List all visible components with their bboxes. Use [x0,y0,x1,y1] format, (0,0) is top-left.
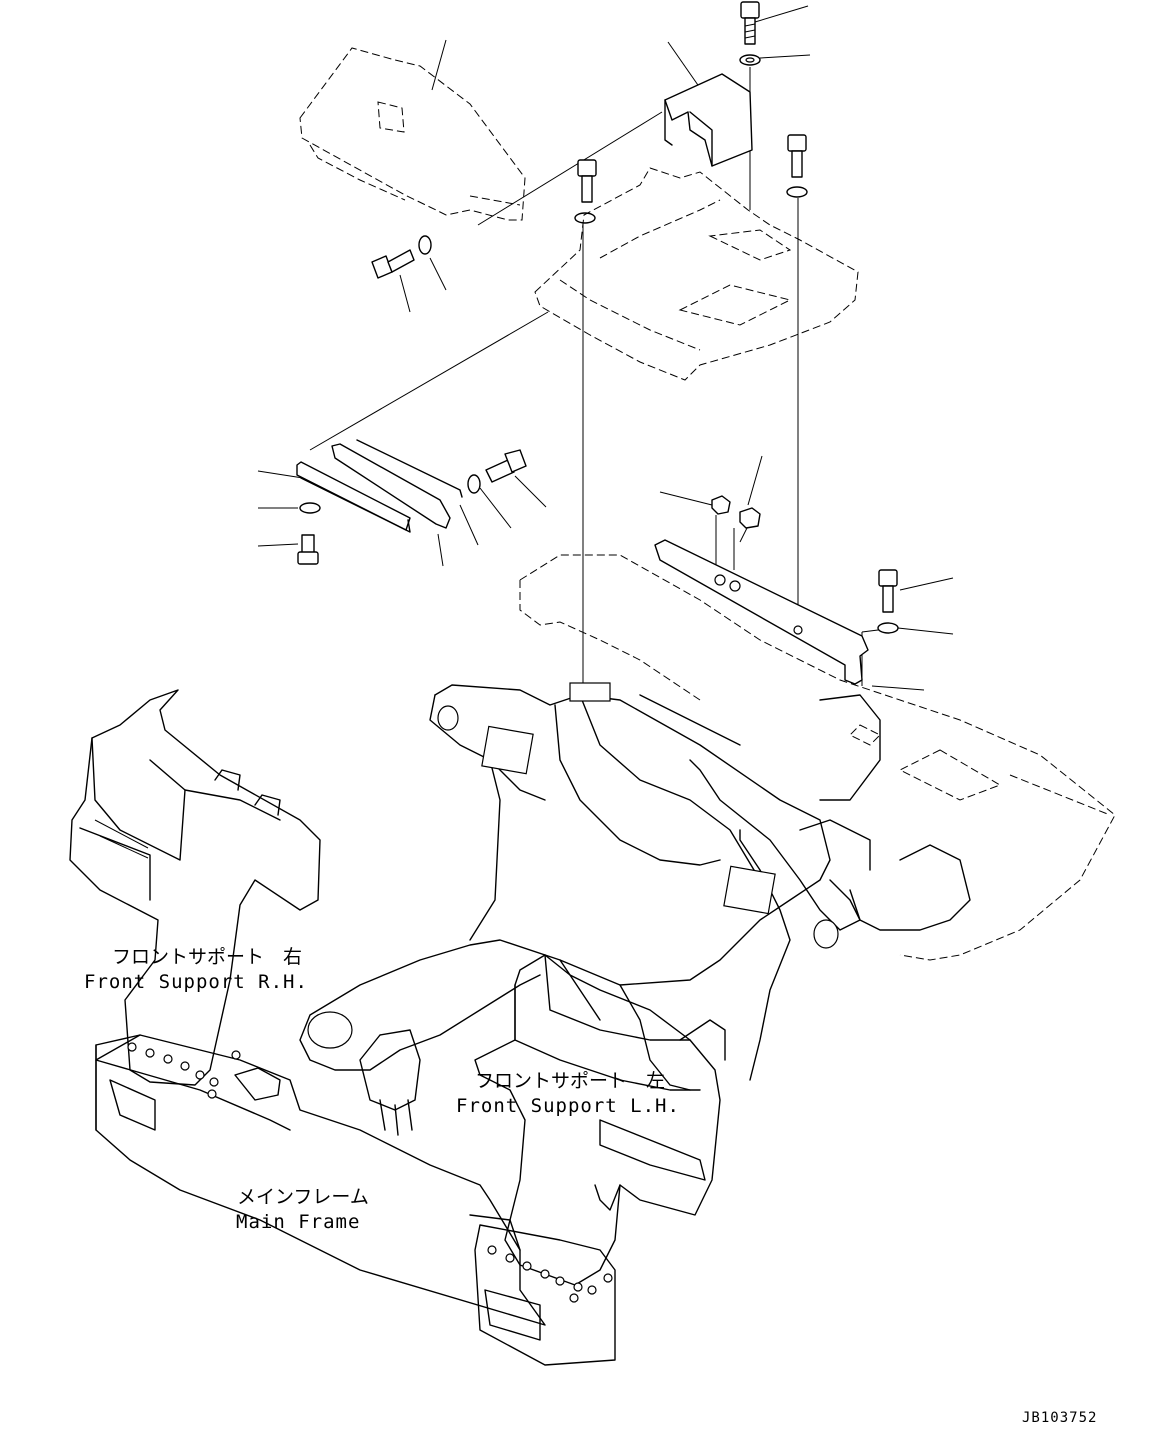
front-support-rh [69,689,321,1086]
front-support-lh-jp-label: フロントサポート 左 [475,1070,665,1092]
dashed-frame [519,554,1116,961]
washer-icon [786,186,808,198]
bolt-icon [787,134,807,178]
main-frame-en-label: Main Frame [236,1211,360,1233]
front-support-rh-en-label: Front Support R.H. [84,971,308,993]
nut-icon [739,507,761,529]
washer-icon [467,474,481,494]
center-mount [359,1029,421,1136]
front-support-rh-jp-label: フロントサポート 右 [112,946,302,968]
label-front-support-lh: フロントサポート 左 Front Support L.H. [456,1070,680,1117]
washer-icon [574,212,596,224]
leader-lines [257,5,954,691]
top-cover [299,47,526,221]
label-front-support-rh: フロントサポート 右 Front Support R.H. [84,946,308,993]
drawing-code: JB103752 [1022,1410,1097,1426]
bolt-icon [485,449,527,483]
bolt-icon [878,569,898,613]
bolt-icon [577,159,597,203]
floor-plate [534,167,859,381]
bolt-icon [740,1,760,45]
bolt-icon [297,534,319,565]
front-support-lh-en-label: Front Support L.H. [456,1095,680,1117]
long-bracket [654,539,869,685]
front-support-lh [469,954,726,1366]
nut-icon [711,495,731,515]
main-frame-jp-label: メインフレーム [237,1186,369,1208]
main-frame [299,682,971,1091]
washer-icon [418,235,432,255]
side-plates [296,439,463,533]
main-frame-box [95,1034,546,1326]
hat-bracket [664,73,753,167]
label-main-frame: メインフレーム Main Frame [236,1186,369,1233]
bolt-icon [371,249,415,279]
washer-icon [299,502,321,514]
washer-icon [877,622,899,634]
